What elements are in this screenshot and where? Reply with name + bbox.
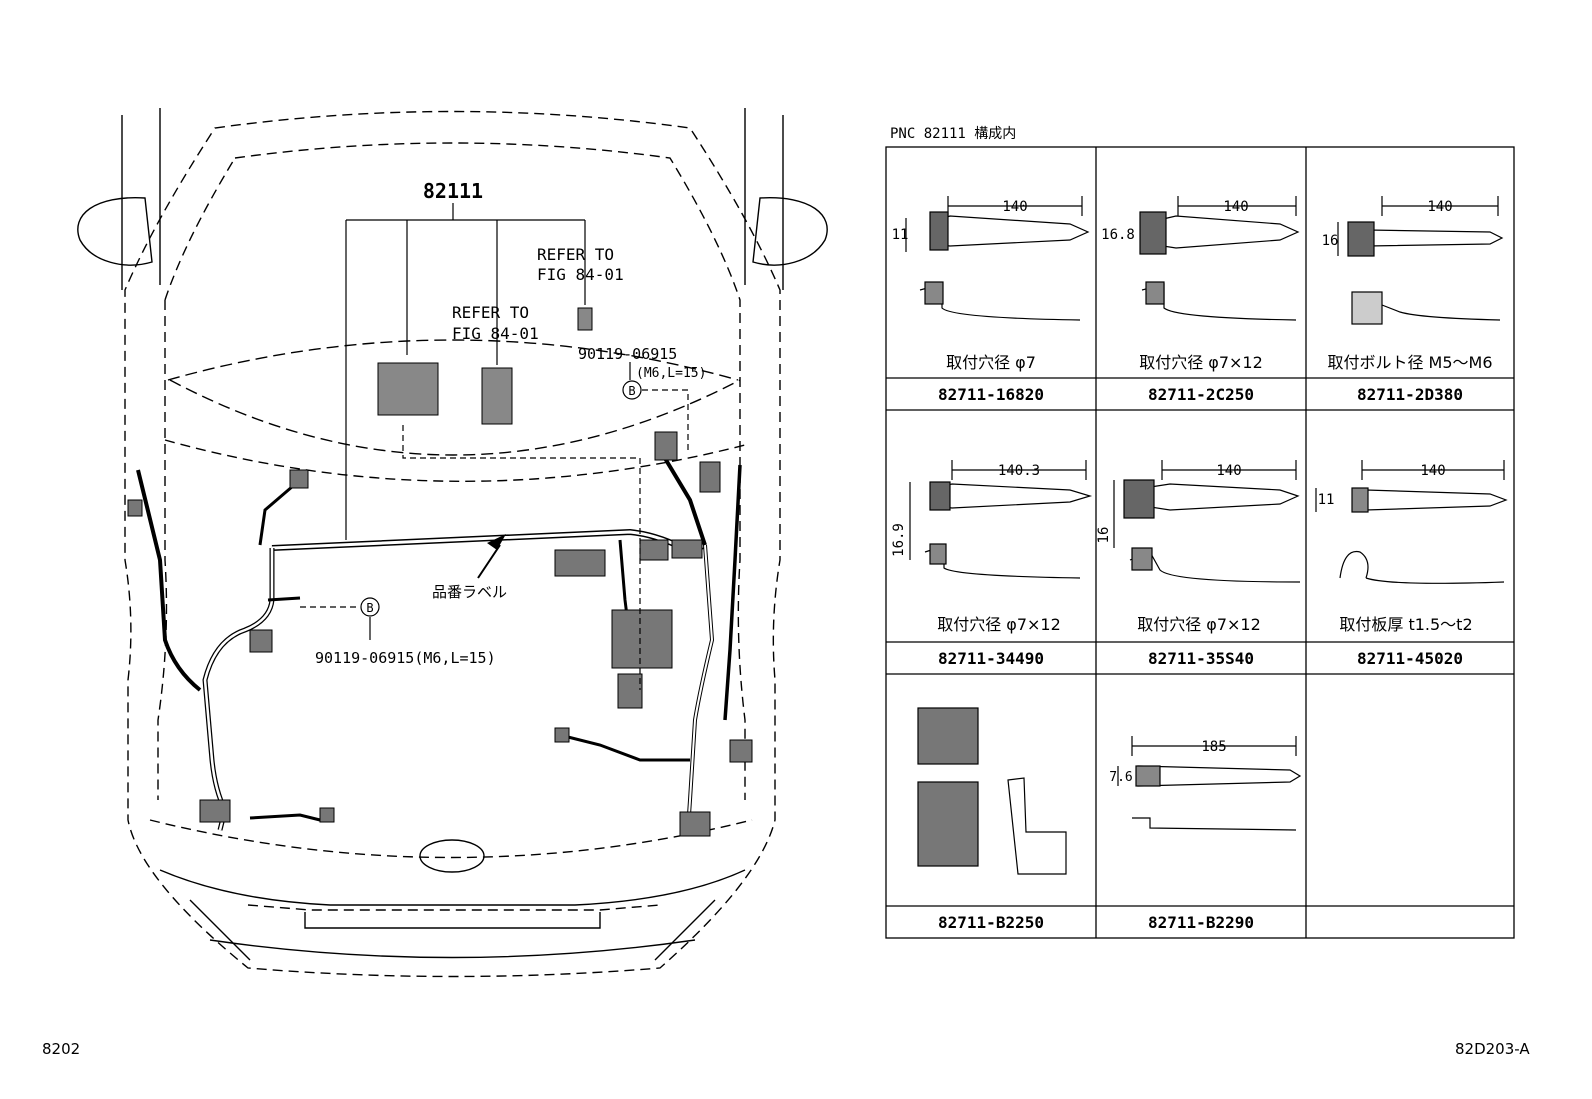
parts-table-grid [885,146,1515,939]
cell-6-dim-length: 140 [1420,463,1445,479]
cell-8-dim-length: 185 [1201,739,1226,755]
refer-top-line2: FIG 84-01 [537,265,624,284]
cell-6-caption: 取付板厚 t1.5～t2 [1339,615,1472,634]
circle-mark-b-top-label: B [628,384,635,398]
car-outline [77,108,828,978]
cell-7-part-number: 82711-B2250 [938,913,1044,932]
circle-mark-b-bottom-label: B [366,601,373,615]
refer-mid-line2: FIG 84-01 [452,324,539,343]
refer-top-line1: REFER TO [537,245,614,264]
cell-3-drawing [1337,196,1504,325]
cell-3-dim-height: 16 [1322,233,1339,249]
circle-mark-b-bottom [360,597,380,617]
cell-5-part-number: 82711-35S40 [1148,649,1254,668]
arrow-to-label [477,534,506,579]
cell-2-dim-length: 140 [1223,199,1248,215]
cell-3-dim-length: 140 [1427,199,1452,215]
cell-6-dim-height: 11 [1318,492,1335,508]
wire-harness [136,448,742,831]
cell-8-drawing [1117,736,1302,831]
cell-8-dim-height: 7.6 [1109,770,1132,785]
cell-4-caption: 取付穴径 φ7×12 [937,615,1061,634]
component-relay-block [377,307,593,425]
cell-2-part-number: 82711-2C250 [1148,385,1254,404]
footer-page-code: 8202 [42,1040,81,1058]
circle-mark-b-top [622,380,642,400]
cell-6-part-number: 82711-45020 [1357,649,1463,668]
callout-lines [300,203,689,690]
part-number-82111: 82111 [423,179,483,203]
cell-7-drawing [917,707,1067,875]
table-title: PNC 82111 構成内 [890,126,1016,142]
cell-4-dim-height: 16.9 [891,523,907,557]
harness-connectors [127,431,753,837]
cell-5-dim-length: 140 [1216,463,1241,479]
cell-2-dim-height: 16.8 [1101,227,1135,243]
bolt-top-spec: (M6,L=15) [636,366,706,381]
cell-1-dim-length: 140 [1002,199,1027,215]
bolt-top-number: 90119-06915 [578,345,677,363]
cell-8-part-number: 82711-B2290 [1148,913,1254,932]
cell-1-dim-height: 11 [892,227,909,243]
cell-5-dim-height: 16 [1096,527,1112,544]
cell-1-caption: 取付穴径 φ7 [946,353,1036,372]
bolt-bottom-number: 90119-06915(M6,L=15) [315,649,496,667]
cell-2-drawing [1139,196,1300,321]
cell-2-caption: 取付穴径 φ7×12 [1139,353,1263,372]
cell-1-drawing [905,196,1090,321]
cell-4-part-number: 82711-34490 [938,649,1044,668]
part-number-label-note: 品番ラベル [432,583,507,601]
cell-4-dim-length: 140.3 [998,463,1040,479]
cell-4-drawing [909,460,1093,579]
cell-5-caption: 取付穴径 φ7×12 [1137,615,1261,634]
footer-figure-code: 82D203-A [1455,1040,1530,1058]
cell-5-drawing [1113,460,1301,583]
cell-3-caption: 取付ボルト径 M5～M6 [1327,353,1492,372]
cell-1-part-number: 82711-16820 [938,385,1044,404]
cell-6-drawing [1315,460,1508,584]
refer-mid-line1: REFER TO [452,303,529,322]
cell-3-part-number: 82711-2D380 [1357,385,1463,404]
